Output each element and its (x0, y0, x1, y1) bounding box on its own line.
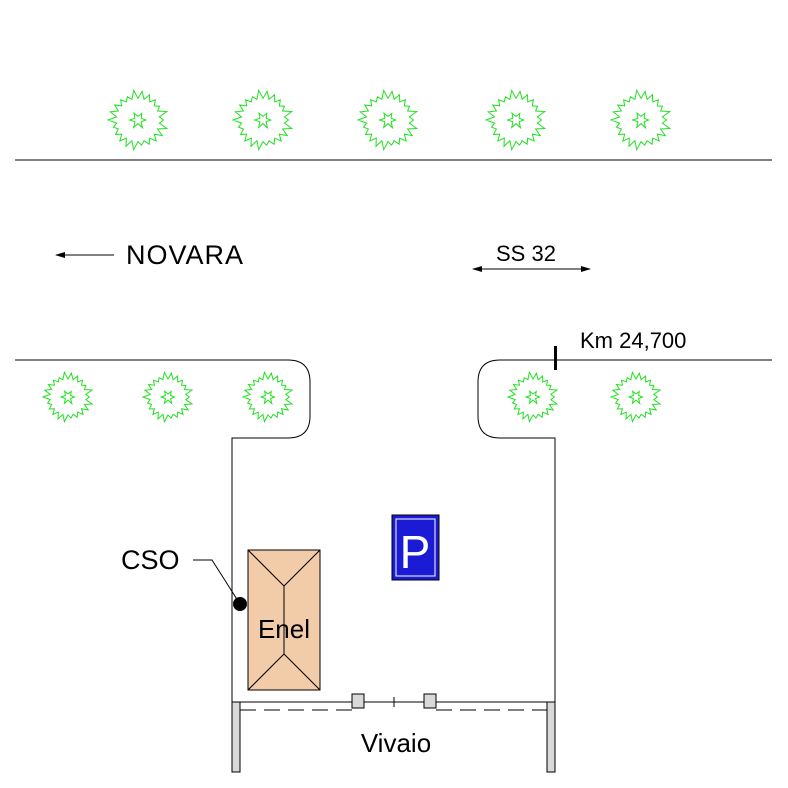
road-edge-south-west (15, 359, 311, 772)
tree-row-north (106, 88, 672, 152)
road-name-label: SS 32 (496, 241, 556, 266)
tree-icon (484, 88, 547, 152)
tree-icon (231, 88, 294, 152)
nursery-label: Vivaio (361, 728, 431, 758)
tree-icon (241, 370, 294, 424)
kilometer-tick (554, 346, 557, 370)
double-arrow-icon (472, 266, 591, 272)
nursery-wall (231, 693, 556, 773)
substation-building (247, 549, 321, 691)
tree-icon (506, 370, 559, 424)
kilometer-marker-label: Km 24,700 (580, 328, 686, 353)
tree-icon (356, 88, 419, 152)
tree-icon (106, 88, 169, 152)
tree-icon (609, 370, 662, 424)
tree-icon (141, 370, 194, 424)
tree-icon (41, 370, 94, 424)
road-edge-south-east (477, 359, 772, 702)
cabinet-label: CSO (121, 545, 180, 575)
parking-sign-icon: P (391, 514, 440, 581)
cabinet-marker (233, 597, 247, 611)
direction-city-label: NOVARA (126, 240, 244, 270)
tree-icon (609, 88, 672, 152)
cabinet-leader-line (193, 559, 241, 605)
substation-label: Enel (258, 614, 310, 644)
parking-label: P (400, 526, 431, 578)
arrow-icon (55, 252, 114, 258)
tree-row-south (41, 370, 662, 424)
